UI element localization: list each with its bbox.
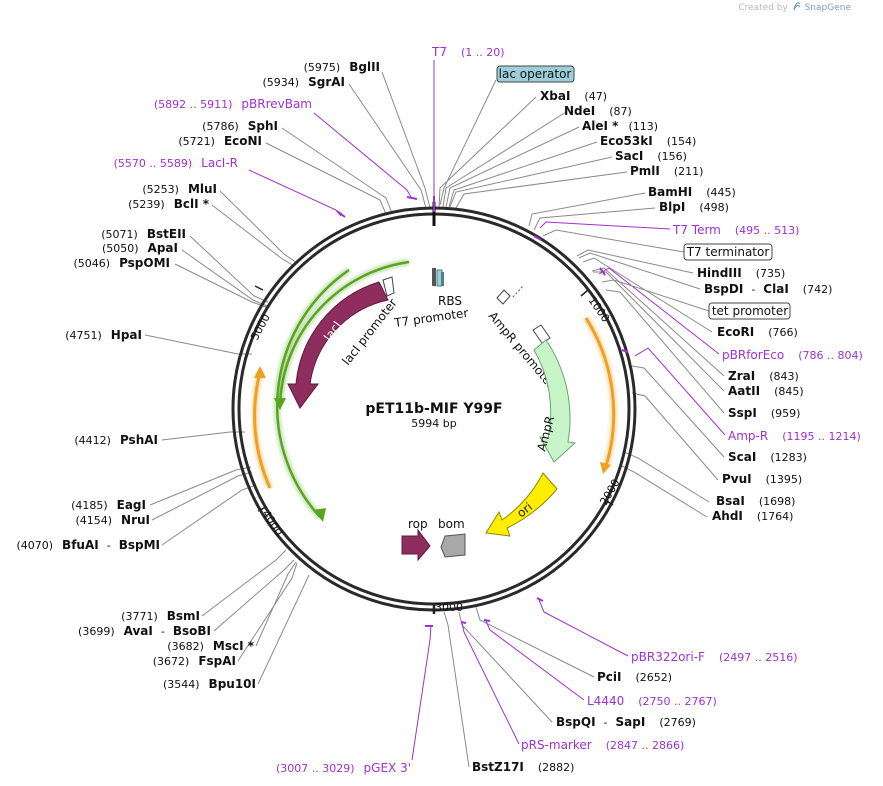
- site-sphi: (5786)SphI: [202, 119, 278, 133]
- site-bamhi: BamHI(445): [648, 185, 736, 199]
- primer-pgex-3: (3007 .. 3029)pGEX 3': [276, 761, 411, 775]
- site-pshai: (4412)PshAI: [74, 433, 158, 447]
- primer-pbr322ori-f: pBR322ori-F(2497 .. 2516): [631, 650, 798, 664]
- site-ahdi: AhdI(1764): [712, 509, 793, 523]
- feature-arcs: [251, 258, 618, 522]
- primer-prs-marker: pRS-marker(2847 .. 2866): [521, 738, 684, 752]
- green-feature-arc-lower: [276, 268, 350, 518]
- site-bfuai-bspmi: (4070)BfuAI-BspMI: [16, 538, 160, 552]
- site-xbai: XbaI(47): [540, 89, 607, 103]
- site-ecori: EcoRI(766): [717, 325, 798, 339]
- site-hpai: (4751)HpaI: [65, 328, 142, 342]
- tick-label-2000: 2000: [597, 477, 622, 508]
- plasmid-name: pET11b-MIF Y99F: [365, 401, 502, 417]
- t7-promoter-marker: [432, 268, 436, 286]
- site-bsai: BsaI(1698): [716, 494, 795, 508]
- site-econi: (5721)EcoNI: [178, 134, 262, 148]
- orange-feature-arc-left: [253, 371, 272, 489]
- boxed-labels: lac operator T7 terminator tet promoter: [496, 65, 791, 320]
- ori-arrow: [485, 472, 558, 537]
- site-bsmi: (3771)BsmI: [121, 609, 200, 623]
- site-apai: (5050)ApaI: [102, 241, 178, 255]
- green-feature-arc-upper: [278, 260, 410, 405]
- site-eagi: (4185)EagI: [71, 498, 146, 512]
- t7-terminator-label: T7 terminator: [686, 245, 770, 259]
- primer-amp-r: Amp-R(1195 .. 1214): [728, 429, 861, 443]
- lacI-arrow: [287, 281, 389, 409]
- plasmid-length: 5994 bp: [411, 417, 456, 430]
- tick-label-4000: 4000: [259, 508, 285, 539]
- site-bstz17i: BstZ17I(2882): [472, 760, 574, 774]
- site-pspomi: (5046)PspOMI: [73, 256, 170, 270]
- primer-t7-term: T7 Term(495 .. 513): [672, 223, 799, 237]
- tick-label-3000: 3000: [435, 601, 463, 614]
- site-sspi: SspI(959): [728, 406, 800, 420]
- site-bcli: (5239)BclI *: [128, 197, 210, 211]
- site-scai: ScaI(1283): [728, 450, 807, 464]
- site-blpi: BlpI(498): [659, 200, 729, 214]
- site-msci: (3682)MscI *: [167, 639, 254, 653]
- site-bspqi-sapi: BspQI-SapI(2769): [556, 715, 696, 729]
- site-fspai: (3672)FspAI: [153, 654, 236, 668]
- rbs-label: RBS: [438, 294, 462, 308]
- credit-prefix: Created by: [738, 3, 788, 13]
- site-nrui: (4154)NruI: [75, 513, 150, 527]
- sites-right: XbaI(47) NdeI(87) AleI *(113) Eco53kI(15…: [472, 89, 832, 774]
- orange-feature-arc-right: [584, 317, 616, 467]
- lac-operator-label: lac operator: [499, 67, 572, 81]
- ampr-promoter-arrow: [496, 289, 511, 305]
- site-saci: SacI(156): [615, 149, 687, 163]
- site-alei: AleI *(113): [582, 119, 658, 133]
- bom-label: bom: [438, 517, 465, 531]
- site-aatii: AatII(845): [728, 384, 804, 398]
- site-pvui: PvuI(1395): [722, 472, 802, 486]
- site-hindiii: HindIII(735): [697, 266, 785, 280]
- site-eco53ki: Eco53kI(154): [600, 134, 696, 148]
- sites-left: (5975)BglII (5934)SgrAI (5786)SphI (5721…: [16, 60, 380, 691]
- site-bsteii: (5071)BstEII: [101, 227, 186, 241]
- snapgene-logo-icon: [793, 2, 801, 11]
- site-bspdi-clai: BspDI-ClaI(742): [704, 282, 832, 296]
- primer-pbrrevbam: (5892 .. 5911)pBRrevBam: [154, 97, 312, 111]
- snapgene-credit: Created by SnapGene: [738, 2, 851, 13]
- site-pmli: PmlI(211): [630, 164, 703, 178]
- credit-brand: SnapGene: [804, 3, 851, 13]
- primer-bars: [336, 196, 629, 627]
- site-sgrai: (5934)SgrAI: [263, 75, 345, 89]
- lacI-promoter-arrow: [382, 276, 395, 297]
- rop-label: rop: [408, 517, 428, 531]
- t7-promoter-label: T7 promoter: [392, 306, 469, 330]
- site-ndei: NdeI(87): [564, 104, 632, 118]
- primer-laci-r: (5570 .. 5589)LacI-R: [114, 156, 238, 170]
- site-bpu10i: (3544)Bpu10I: [163, 677, 256, 691]
- site-avai-bsobi: (3699)AvaI-BsoBI: [78, 624, 211, 638]
- tet-promoter-label: tet promoter: [712, 304, 788, 318]
- site-mlui: (5253)MluI: [142, 182, 217, 196]
- bom-box: [440, 533, 466, 558]
- primer-l4440: L4440(2750 .. 2767): [587, 694, 717, 708]
- site-zrai: ZraI(843): [728, 369, 799, 383]
- primer-t7: T7(1 .. 20): [431, 45, 505, 59]
- site-pcii: PciI(2652): [597, 670, 672, 684]
- primer-labels: T7(1 .. 20) (5892 .. 5911)pBRrevBam (557…: [114, 45, 863, 775]
- ampr-arrow: [533, 339, 577, 463]
- site-bglii: (5975)BglII: [304, 60, 380, 74]
- primer-pbrforeco: pBRforEco(786 .. 804): [722, 348, 863, 362]
- rop-arrow: [401, 528, 431, 562]
